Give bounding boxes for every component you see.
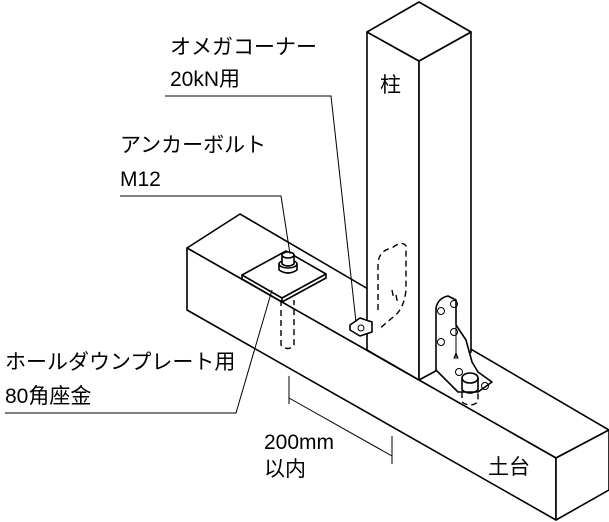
omega-corner-left-tab [349, 317, 373, 337]
dimension-value: 200mm [264, 431, 334, 454]
omega-corner-rating: 20kN用 [170, 68, 240, 91]
sill-label: 土台 [488, 456, 530, 479]
omega-corner-leader [165, 95, 357, 323]
omega-corner-hidden [377, 242, 407, 331]
post-top-face [366, 1, 472, 62]
dimension-qualifier: 以内 [264, 458, 306, 481]
post-label: 柱 [380, 74, 401, 97]
sill-end-face [555, 429, 609, 521]
washer-leader [5, 289, 273, 414]
dimension-200mm [288, 376, 393, 464]
washer-label: ホールダウンプレート用 [5, 351, 235, 374]
anchor-bolt [278, 251, 298, 350]
omega-corner-label: オメガコーナー [170, 36, 317, 59]
anchor-bolt-size: M12 [120, 168, 161, 191]
washer-size: 80角座金 [5, 385, 91, 408]
square-washer [241, 250, 327, 303]
anchor-bolt-label: アンカーボルト [120, 134, 266, 157]
anchor-bolt-leader [120, 195, 291, 255]
omega-corner-bracket [435, 295, 493, 406]
